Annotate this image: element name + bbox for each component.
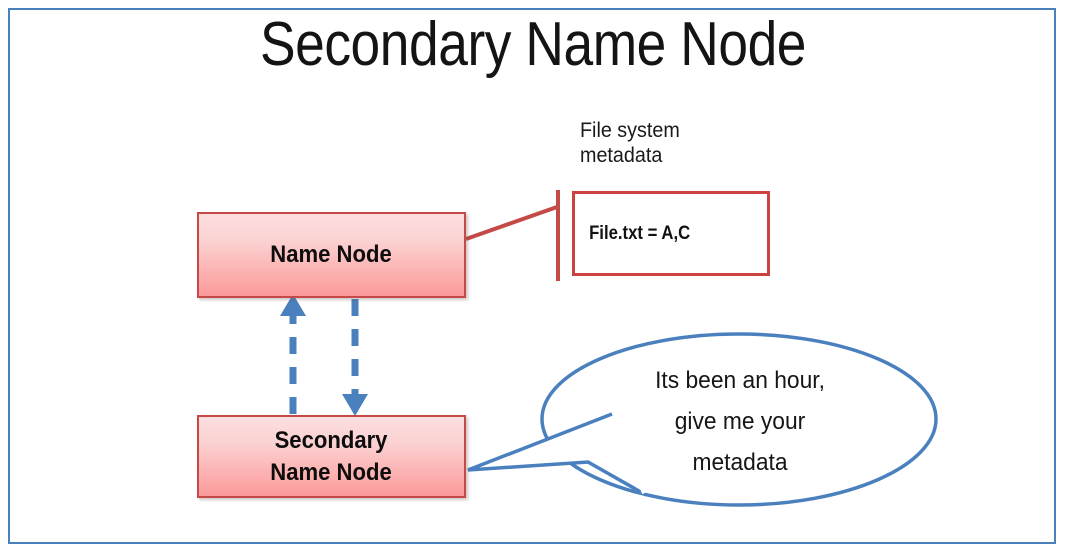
speech-bubble-text: Its been an hour, give me your metadata bbox=[607, 360, 873, 483]
node-secondary-line-1: Secondary bbox=[275, 426, 388, 454]
node-secondary-line-2: Name Node bbox=[270, 458, 393, 486]
slide-border-frame bbox=[8, 8, 1056, 544]
node-secondary-name-node-label: Secondary Name Node bbox=[271, 425, 392, 489]
metadata-value-text: File.txt = A,C bbox=[589, 222, 691, 244]
metadata-value-box: File.txt = A,C bbox=[572, 191, 770, 276]
speech-bubble-line-1: Its been an hour, bbox=[655, 367, 825, 394]
filesystem-metadata-caption-line-1: File system bbox=[580, 119, 680, 142]
filesystem-metadata-caption-line-2: metadata bbox=[580, 144, 663, 167]
page-title: Secondary Name Node bbox=[259, 10, 807, 79]
node-name-node[interactable]: Name Node bbox=[197, 212, 466, 298]
filesystem-metadata-caption: File system metadata bbox=[580, 118, 787, 168]
speech-bubble-line-2: give me your bbox=[674, 408, 806, 435]
speech-bubble-line-3: metadata bbox=[692, 449, 788, 476]
node-name-node-label: Name Node bbox=[270, 241, 393, 268]
node-secondary-name-node[interactable]: Secondary Name Node bbox=[197, 415, 466, 498]
